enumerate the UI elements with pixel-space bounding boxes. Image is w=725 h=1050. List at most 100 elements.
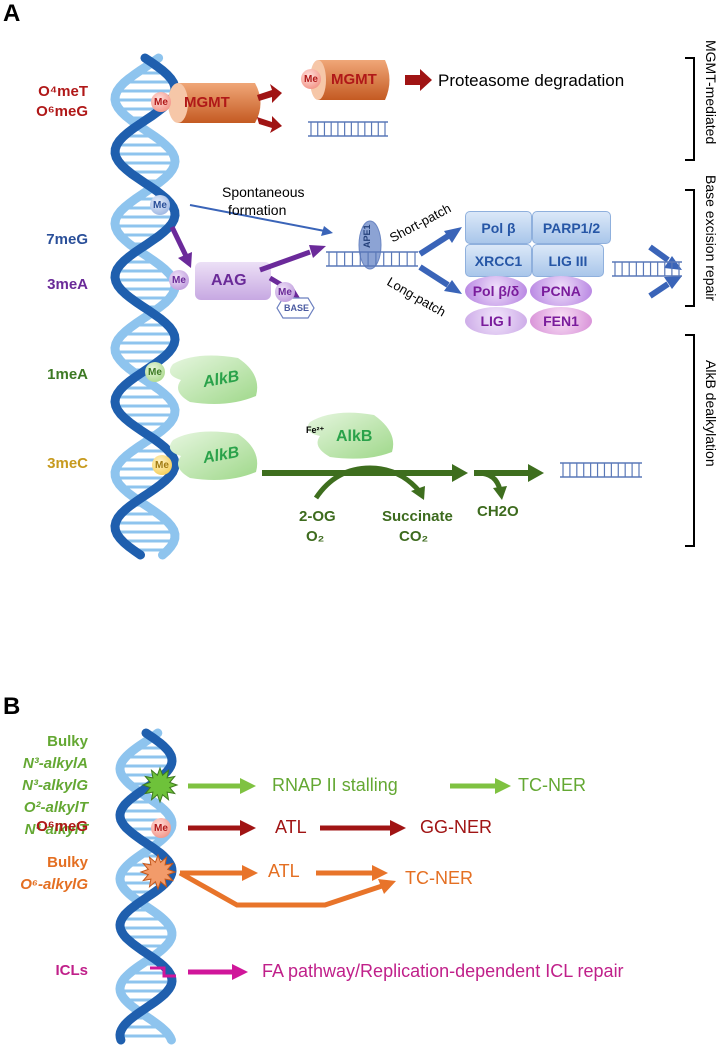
bulky-lesion-star-green <box>141 766 179 804</box>
lesion-7meg: 7meG <box>46 231 88 248</box>
pcna-oval: PCNA <box>530 276 592 306</box>
arrow-cosubstrate-curve <box>313 465 422 500</box>
backbone-strand-back <box>115 728 177 1045</box>
me-mgmt-bound: Me <box>301 69 321 89</box>
o2-label: O₂ <box>306 528 325 545</box>
arrow-short-to-dna-head <box>664 256 682 270</box>
me-1mea: Me <box>145 362 165 382</box>
panel-a-label: A <box>3 0 21 27</box>
lesion-b-o6meg: O⁶meG <box>36 818 88 835</box>
me-3mea: Me <box>169 270 189 290</box>
arrow-long-patch-head <box>444 280 462 294</box>
ber-dna-incised <box>326 251 418 267</box>
formation-label: formation <box>228 202 287 218</box>
arrow-bulky-2-head <box>495 778 511 794</box>
succinate-label: Succinate <box>382 508 453 525</box>
tc-ner-2: TC-NER <box>405 868 473 888</box>
arrow-o6alkylg-bypass <box>178 870 383 908</box>
ape1-label: APE1 <box>362 224 372 248</box>
bulky-item-0: Bulky <box>47 733 88 750</box>
fa-pathway: FA pathway/Replication-dependent ICL rep… <box>262 961 624 981</box>
mgmt-label: MGMT <box>184 94 230 111</box>
arrow-short-patch <box>418 233 450 257</box>
bulky-item-2: N³-alkylG <box>22 777 88 794</box>
lig1-oval: LIG I <box>465 307 527 335</box>
ch2o-label: CH2O <box>477 503 519 520</box>
arrow-7meg-down <box>169 225 189 258</box>
bulky-o6-list: Bulky O⁶-alkylG <box>20 852 88 896</box>
arrow-mgmt-2 <box>257 116 282 133</box>
mgmt-protein <box>168 83 261 123</box>
bracket-mgmt <box>685 57 695 161</box>
arrow-proteasome <box>405 69 432 91</box>
arrow-icl-head <box>232 964 248 980</box>
alkb-protein-2 <box>169 431 258 480</box>
xrcc1-box: XRCC1 <box>465 244 532 277</box>
bracket-alkb <box>685 334 695 547</box>
repaired-dna-1 <box>308 121 388 137</box>
proteasome-degradation: Proteasome degradation <box>438 71 625 90</box>
atl-2: ATL <box>268 861 300 881</box>
arrow-spontaneous-head <box>321 226 333 236</box>
aag-protein <box>195 262 271 300</box>
base-label: BASE <box>284 303 310 313</box>
mgmt-bound-label: MGMT <box>331 71 377 88</box>
side-label-alkb: AlkB dealkylation <box>703 360 719 467</box>
lesion-1mea: 1meA <box>47 366 88 383</box>
arrow-o6alkylg-bypass-head <box>378 879 396 894</box>
me-3mec: Me <box>152 455 172 475</box>
bulky-lesion-list: Bulky N³-alkylA N³-alkylG O²-alkylT N³-a… <box>22 731 88 841</box>
lesion-3mea: 3meA <box>47 276 88 293</box>
arrow-o6alkylg-a-head <box>242 865 258 881</box>
arrow-ch2o-head <box>493 486 507 500</box>
arrow-bulky-1-head <box>240 778 256 794</box>
bracket-ber <box>685 189 695 307</box>
backbone-strand-front <box>110 53 180 560</box>
bulky-lesion-star-orange <box>139 853 177 891</box>
icl-crosslink <box>150 966 176 978</box>
pol-beta-delta-oval: Pol β/δ <box>465 276 527 306</box>
me-b-o6meg: Me <box>151 818 171 838</box>
side-label-ber: Base excision repair <box>703 175 719 302</box>
lesion-o4met: O⁴meT <box>38 83 88 100</box>
repaired-dna-3 <box>560 462 642 478</box>
bulky-item-1: N³-alkylA <box>22 755 88 772</box>
arrow-7meg-down-head <box>178 252 192 268</box>
spontaneous-label: Spontaneous <box>222 184 305 200</box>
backbone-strand-back <box>110 53 180 560</box>
bulky-o6-item-1: O⁶-alkylG <box>20 876 88 893</box>
bulky-o6-item-0: Bulky <box>47 854 88 871</box>
arrow-o6meg-b-head <box>390 820 406 836</box>
repaired-dna-2 <box>612 261 682 277</box>
bulky-item-4: N³-alkylT <box>24 821 88 838</box>
arrow-o6alkylg-b-head <box>372 865 388 881</box>
tc-ner-1: TC-NER <box>518 775 586 795</box>
lesion-icls: ICLs <box>55 962 88 979</box>
arrow-spontaneous <box>189 204 331 233</box>
lig3-box: LIG III <box>532 244 604 277</box>
panel-b-label: B <box>3 693 21 720</box>
arrow-aag-to-dna-head <box>309 245 326 258</box>
arrow-short-patch-head <box>444 227 462 243</box>
parp12-box: PARP1/2 <box>532 211 611 244</box>
me-released-base: Me <box>275 282 295 302</box>
gg-ner: GG-NER <box>420 817 492 837</box>
fen1-oval: FEN1 <box>530 307 592 335</box>
arrow-succinate-head <box>411 486 425 500</box>
me-7meg: Me <box>150 195 170 215</box>
co2-label: CO₂ <box>399 528 429 545</box>
lesion-o6meg: O⁶meG <box>36 103 88 120</box>
arrow-long-patch <box>418 264 450 288</box>
arrow-o6meg-a <box>0 0 188 800</box>
side-label-mgmt: MGMT-mediated <box>703 40 719 145</box>
bulky-item-3: O²-alkylT <box>23 799 88 816</box>
alkb-label-3: AlkB <box>336 428 373 445</box>
arrow-long-to-dna-head <box>664 276 682 289</box>
fe2-label: Fe²⁺ <box>306 425 325 435</box>
arrow-aag-to-dna <box>259 249 311 273</box>
arrow-alkb-main-head <box>452 464 468 482</box>
alkb-protein-3 <box>307 412 394 459</box>
me-mgmt: Me <box>151 92 171 112</box>
atl-1: ATL <box>275 817 307 837</box>
